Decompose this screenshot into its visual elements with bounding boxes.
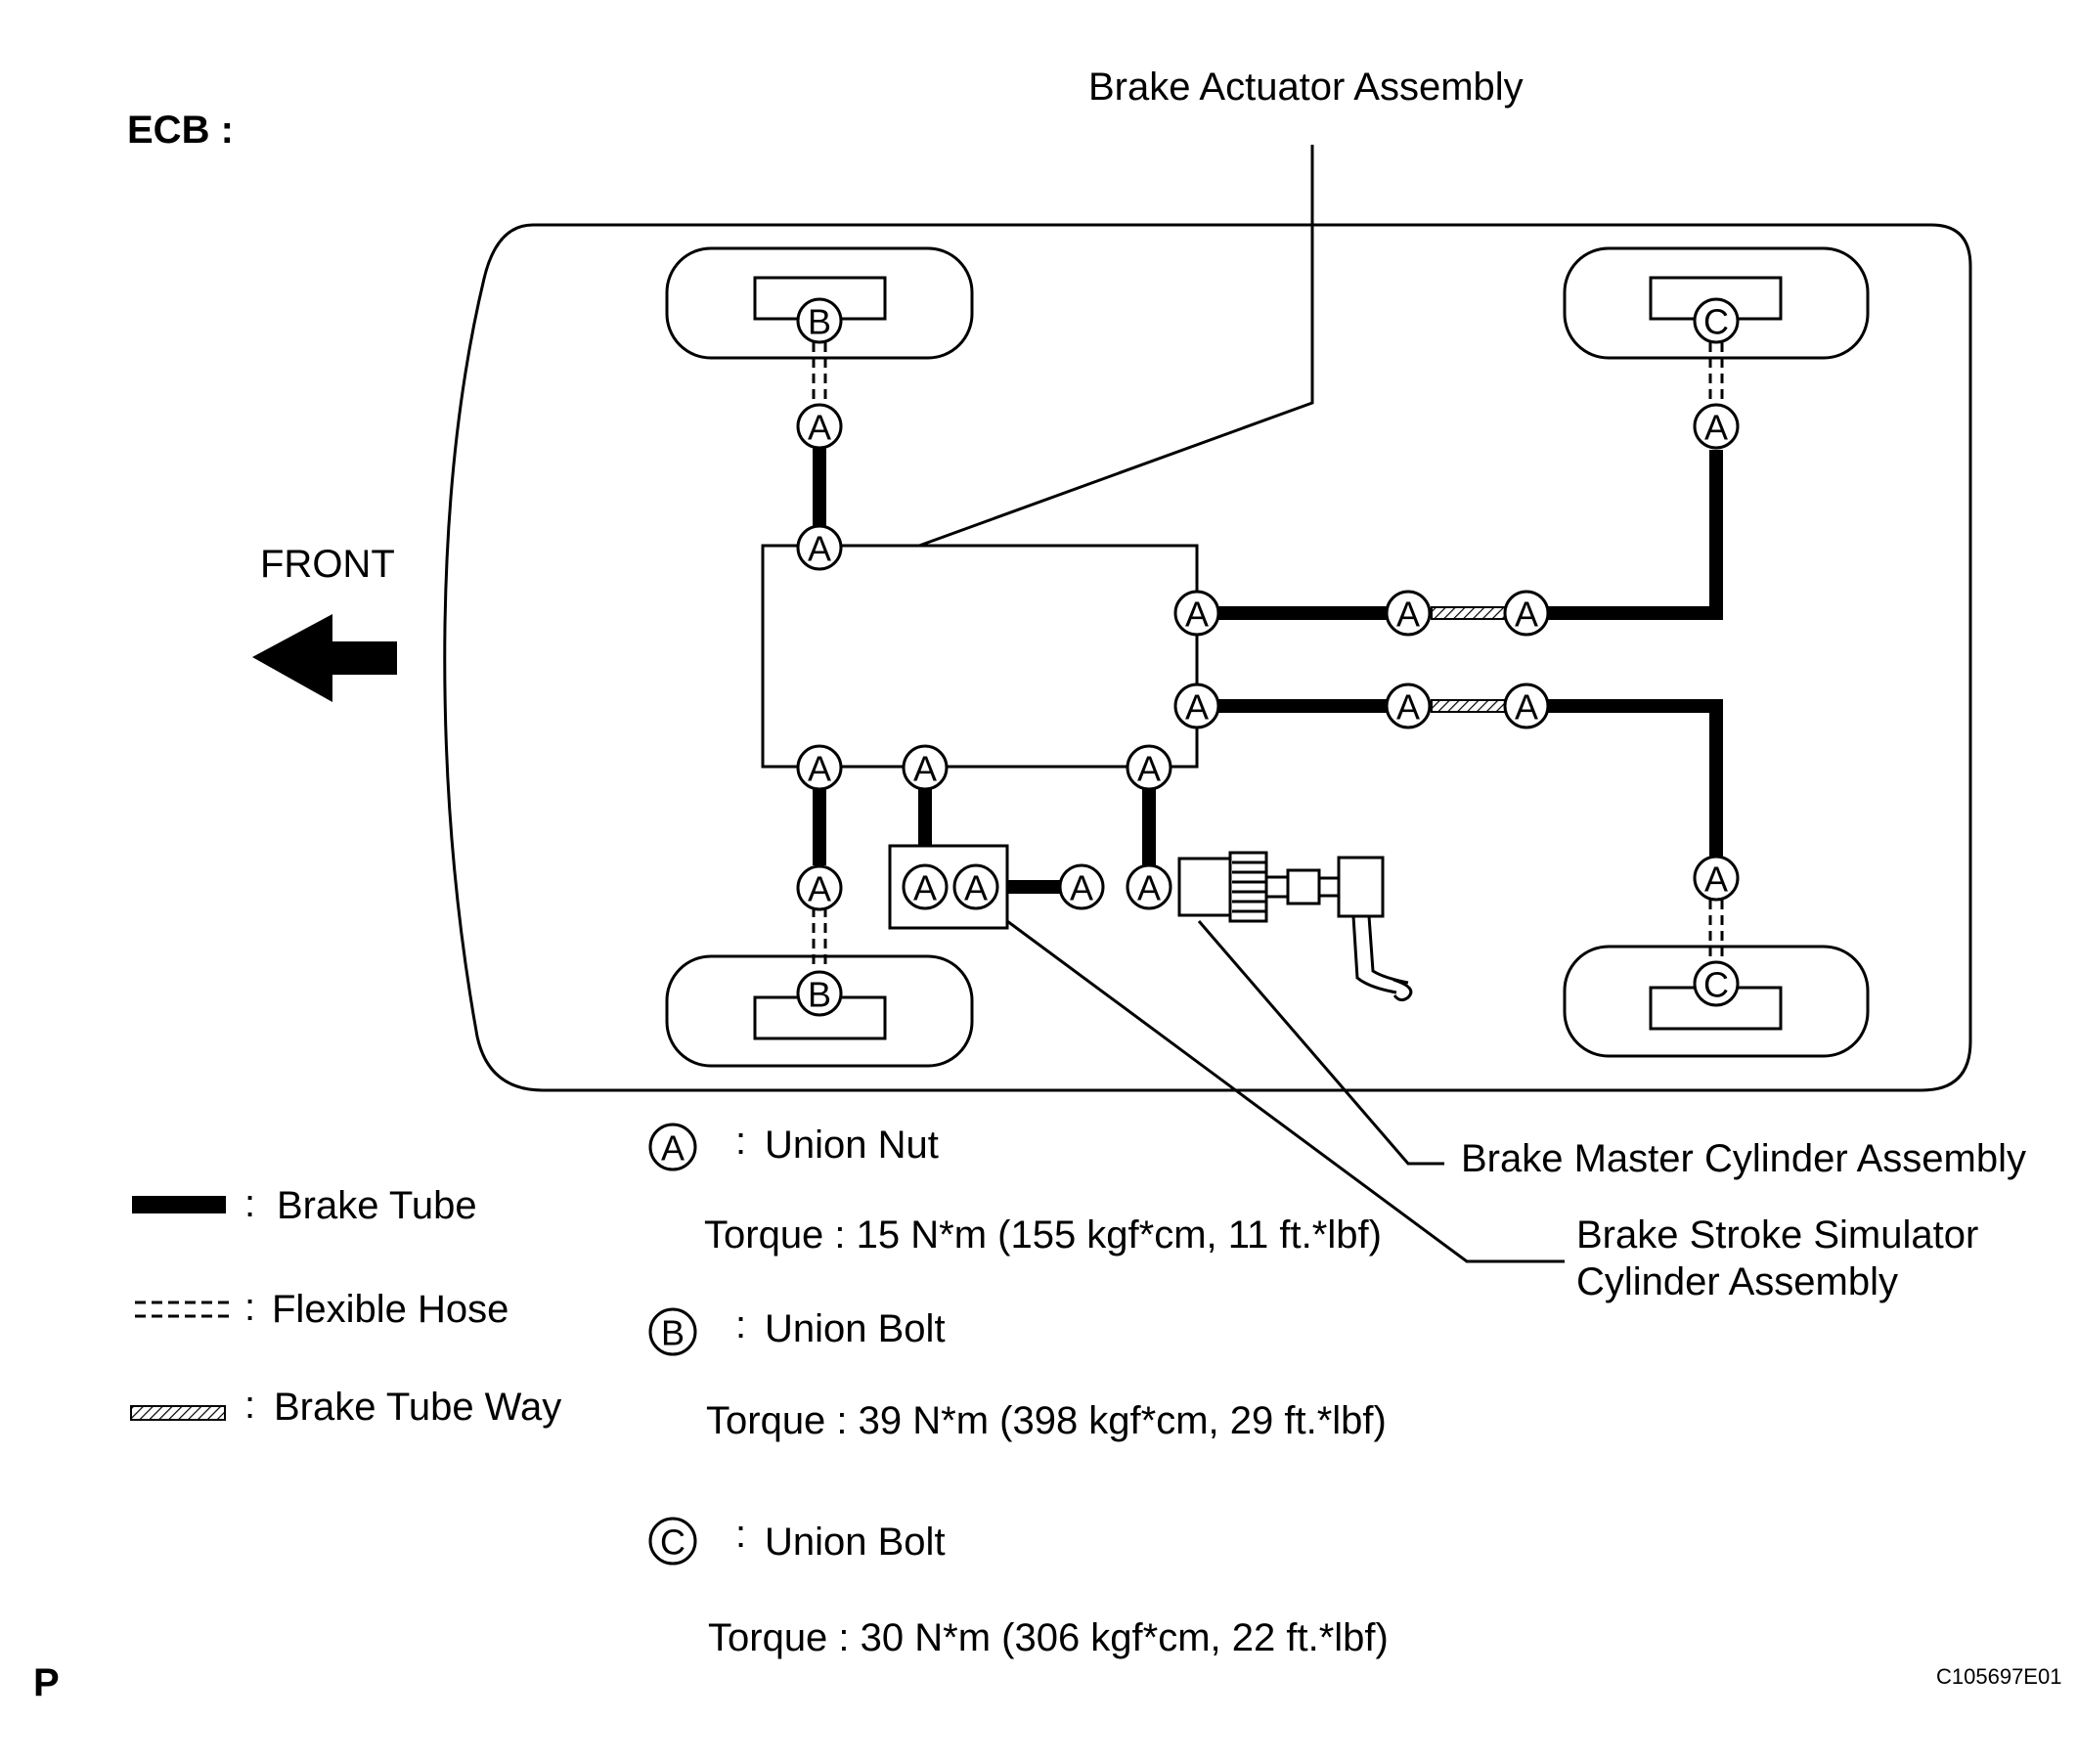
fitting-a-letter: A — [1704, 408, 1728, 448]
spec-a-torque: Torque : 15 N*m (155 kgf*cm, 11 ft.*lbf) — [704, 1213, 1382, 1257]
fitting-a-circle-icon — [1503, 683, 1550, 729]
spec-a-name: Union Nut — [765, 1124, 939, 1167]
legend-flexible-hose-swatch — [135, 1301, 229, 1318]
fitting-c-letter: C — [1703, 965, 1729, 1005]
fitting-a-circle-icon — [796, 744, 843, 791]
fitting-a-circle-icon — [902, 863, 949, 910]
legend-separator-1: : — [244, 1182, 255, 1225]
fitting-c-circle-icon — [1693, 960, 1740, 1007]
fitting-b-circle-icon — [796, 970, 843, 1017]
fitting-a-circle-icon — [952, 863, 999, 910]
front-arrow-icon — [252, 614, 397, 702]
fitting-a-letter: A — [1137, 749, 1161, 789]
fitting-a-letter: A — [913, 868, 937, 908]
fitting-a-circle-icon — [796, 403, 843, 450]
fitting-a-circle-icon — [902, 744, 949, 791]
spec-c: C : Union Bolt Torque : 30 N*m (306 kgf*… — [648, 1513, 1389, 1659]
spec-c-torque: Torque : 30 N*m (306 kgf*cm, 22 ft.*lbf) — [708, 1616, 1389, 1659]
fitting-a-circle-icon — [1385, 590, 1432, 637]
master-cylinder-callout-label: Brake Master Cylinder Assembly — [1461, 1137, 2026, 1180]
brake-tube-rear-left — [1547, 450, 1723, 620]
brake-tube-rear-right — [1547, 699, 1723, 857]
fitting-b-letter: B — [808, 975, 831, 1015]
master-cylinder-drawing — [1177, 851, 1413, 1002]
brake-actuator-leader-line — [918, 145, 1314, 548]
fitting-a-letter: A — [1185, 595, 1209, 635]
fitting-a-circle-icon — [1385, 683, 1432, 729]
spec-a-letter: A — [661, 1128, 685, 1169]
legend-brake-tube-way-label: Brake Tube Way — [274, 1386, 561, 1429]
fitting-a-circle-icon — [1693, 855, 1740, 902]
fitting-c-circle-icon — [1693, 297, 1740, 344]
spec-c-letter: C — [660, 1522, 685, 1563]
fitting-a-circle-icon — [1058, 863, 1105, 910]
spec-b-circle-icon — [648, 1307, 697, 1356]
fitting-a-letter: A — [808, 408, 831, 448]
vehicle-body-outline — [443, 223, 1972, 1092]
fitting-a-letter: A — [1070, 868, 1093, 908]
fitting-a-letter: A — [913, 749, 937, 789]
page-mark: P — [33, 1661, 60, 1704]
spec-b-letter: B — [661, 1313, 685, 1353]
legend-brake-tube-swatch — [132, 1196, 226, 1213]
spec-b-torque: Torque : 39 N*m (398 kgf*cm, 29 ft.*lbf) — [706, 1399, 1387, 1442]
fitting-a-circle-icon — [1173, 590, 1220, 637]
front-label: FRONT — [260, 543, 395, 586]
legend-separator-3: : — [244, 1384, 255, 1427]
fitting-a-letter: A — [1704, 860, 1728, 900]
spec-b: B : Union Bolt Torque : 39 N*m (398 kgf*… — [648, 1303, 1387, 1442]
spec-b-separator: : — [735, 1303, 746, 1346]
brake-actuator-callout-label: Brake Actuator Assembly — [1088, 66, 1524, 109]
spec-a: A : Union Nut Torque : 15 N*m (155 kgf*c… — [648, 1120, 1382, 1257]
legend-flexible-hose-label: Flexible Hose — [272, 1288, 508, 1331]
fitting-a-circle-icon — [796, 524, 843, 571]
spec-b-name: Union Bolt — [765, 1307, 946, 1350]
fitting-a-letter: A — [1515, 687, 1538, 728]
stroke-simulator-callout-label-line2: Cylinder Assembly — [1576, 1260, 1898, 1303]
spec-c-name: Union Bolt — [765, 1521, 946, 1564]
fitting-a-letter: A — [808, 749, 831, 789]
legend-brake-tube-way-swatch — [130, 1405, 226, 1421]
fitting-a-letter: A — [1185, 687, 1209, 728]
figure-code: C105697E01 — [1936, 1664, 2061, 1689]
fitting-a-letter: A — [808, 869, 831, 909]
legend-separator-2: : — [244, 1286, 255, 1329]
spec-a-separator: : — [735, 1120, 746, 1163]
stroke-simulator-callout-label-line1: Brake Stroke Simulator — [1576, 1213, 1978, 1257]
fitting-a-letter: A — [1137, 868, 1161, 908]
fitting-a-letter: A — [808, 529, 831, 569]
fitting-a-circle-icon — [1126, 744, 1172, 791]
fitting-a-letter: A — [964, 868, 988, 908]
spec-c-circle-icon — [648, 1517, 697, 1566]
system-label: ECB : — [127, 109, 234, 152]
spec-a-circle-icon — [648, 1123, 697, 1171]
fitting-a-letter: A — [1396, 595, 1420, 635]
stroke-simulator-leader-line — [1006, 919, 1565, 1263]
fitting-a-letter: A — [1515, 595, 1538, 635]
fitting-a-circle-icon — [796, 864, 843, 911]
flexible-hoses — [812, 342, 1724, 970]
spec-c-separator: : — [735, 1513, 746, 1556]
legend-brake-tube-label: Brake Tube — [277, 1184, 477, 1227]
fitting-a-circle-icon — [1693, 403, 1740, 450]
brake-actuator-box — [761, 544, 1199, 769]
brake-tubes — [813, 448, 1723, 894]
fitting-b-letter: B — [808, 302, 831, 342]
fitting-b-circle-icon — [796, 297, 843, 344]
fitting-a-circle-icon — [1503, 590, 1550, 637]
fitting-c-letter: C — [1703, 302, 1729, 342]
master-cylinder-leader-line — [1197, 920, 1444, 1166]
fitting-a-circle-icon — [1173, 683, 1220, 729]
fitting-a-circle-icon — [1126, 863, 1172, 910]
fitting-a-letter: A — [1396, 687, 1420, 728]
